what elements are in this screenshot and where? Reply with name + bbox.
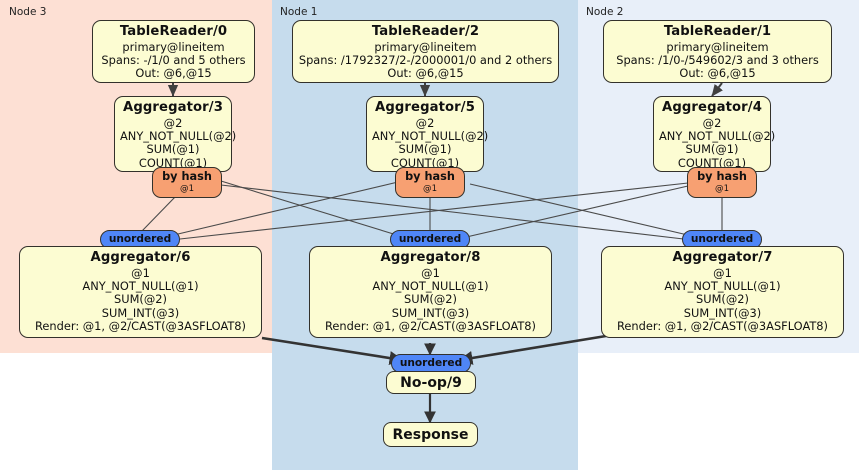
node-label-node1: Node 1 xyxy=(280,6,318,18)
processor-title: TableReader/1 xyxy=(663,24,772,39)
processor-detail-line: ANY_NOT_NULL(@2) xyxy=(120,129,237,144)
router-by-hash-middle[interactable]: by hash @1 xyxy=(395,167,465,198)
processor-detail-line: primary@lineitem xyxy=(374,39,477,54)
router-column: @1 xyxy=(179,183,195,194)
processor-detail-line: ANY_NOT_NULL(@1) xyxy=(82,279,199,294)
processor-detail-line: SUM(@1) xyxy=(685,142,739,157)
synchronizer-unordered-final[interactable]: unordered xyxy=(391,354,471,373)
processor-title: TableReader/2 xyxy=(371,24,480,39)
processor-title: TableReader/0 xyxy=(119,24,228,39)
processor-detail-line: COUNT(@1) xyxy=(677,155,747,170)
processor-aggregator-8[interactable]: Aggregator/8 @1 ANY_NOT_NULL(@1) SUM(@2)… xyxy=(309,246,552,338)
processor-aggregator-6[interactable]: Aggregator/6 @1 ANY_NOT_NULL(@1) SUM(@2)… xyxy=(19,246,262,338)
router-label: by hash xyxy=(697,170,747,183)
processor-detail-line: @1 xyxy=(131,265,150,280)
processor-detail-line: @1 xyxy=(713,265,732,280)
processor-title: Aggregator/4 xyxy=(662,100,762,115)
processor-detail-line: ANY_NOT_NULL(@1) xyxy=(372,279,489,294)
processor-aggregator-7[interactable]: Aggregator/7 @1 ANY_NOT_NULL(@1) SUM(@2)… xyxy=(601,246,844,338)
synchronizer-label: unordered xyxy=(399,356,463,369)
synchronizer-label: unordered xyxy=(398,232,462,245)
processor-aggregator-5[interactable]: Aggregator/5 @2 ANY_NOT_NULL(@2) SUM(@1)… xyxy=(366,96,489,172)
router-column: @1 xyxy=(714,183,730,194)
processor-detail-line: SUM_INT(@3) xyxy=(391,305,470,320)
processor-detail-line: @2 xyxy=(163,115,183,130)
processor-no-op-9[interactable]: No-op/9 xyxy=(386,371,476,394)
processor-detail-line: Out: @6,@15 xyxy=(135,66,212,81)
processor-detail-line: @2 xyxy=(702,115,722,130)
processor-detail-line: primary@lineitem xyxy=(122,39,225,54)
processor-detail-line: ANY_NOT_NULL(@2) xyxy=(372,129,489,144)
processor-detail-line: Spans: /1792327/2-/2000001/0 and 2 other… xyxy=(298,53,553,68)
processor-detail-line: SUM_INT(@3) xyxy=(101,305,180,320)
processor-title: Aggregator/7 xyxy=(672,250,773,265)
synchronizer-label: unordered xyxy=(108,232,172,245)
processor-detail-line: ANY_NOT_NULL(@2) xyxy=(659,129,776,144)
processor-detail-line: Render: @1, @2/CAST(@3ASFLOAT8) xyxy=(324,319,536,334)
processor-detail-line: ANY_NOT_NULL(@1) xyxy=(664,279,781,294)
processor-detail-line: Spans: /1/0-/549602/3 and 3 others xyxy=(616,53,819,68)
processor-title: Response xyxy=(392,426,469,443)
processor-detail-line: primary@lineitem xyxy=(666,39,769,54)
processor-detail-line: Out: @6,@15 xyxy=(387,66,464,81)
processor-aggregator-3[interactable]: Aggregator/3 @2 ANY_NOT_NULL(@2) SUM(@1)… xyxy=(114,96,237,172)
processor-title: Aggregator/3 xyxy=(123,100,223,115)
processor-detail-line: SUM(@2) xyxy=(696,292,749,307)
processor-detail-line: SUM(@2) xyxy=(114,292,167,307)
processor-title: Aggregator/6 xyxy=(90,250,191,265)
processor-detail-line: SUM(@1) xyxy=(398,142,452,157)
router-column: @1 xyxy=(422,183,438,194)
processor-detail-line: SUM(@2) xyxy=(404,292,457,307)
processor-title: Aggregator/5 xyxy=(375,100,475,115)
processor-detail-line: @1 xyxy=(421,265,440,280)
processor-title: Aggregator/8 xyxy=(380,250,481,265)
processor-detail-line: Render: @1, @2/CAST(@3ASFLOAT8) xyxy=(616,319,828,334)
processor-detail-line: @2 xyxy=(415,115,435,130)
router-by-hash-right[interactable]: by hash @1 xyxy=(687,167,757,198)
processor-table-reader-1[interactable]: TableReader/1 primary@lineitem Spans: /1… xyxy=(603,20,832,83)
processor-detail-line: SUM_INT(@3) xyxy=(683,305,762,320)
processor-title: No-op/9 xyxy=(400,374,462,391)
processor-detail-line: Render: @1, @2/CAST(@3ASFLOAT8) xyxy=(34,319,246,334)
processor-detail-line: COUNT(@1) xyxy=(138,155,208,170)
processor-detail-line: Out: @6,@15 xyxy=(679,66,756,81)
processor-response[interactable]: Response xyxy=(383,422,478,447)
processor-detail-line: Spans: -/1/0 and 5 others xyxy=(101,53,246,68)
router-by-hash-left[interactable]: by hash @1 xyxy=(152,167,222,198)
router-label: by hash xyxy=(405,170,455,183)
node-label-node2: Node 2 xyxy=(586,6,624,18)
node-label-node3: Node 3 xyxy=(9,6,47,18)
processor-detail-line: SUM(@1) xyxy=(146,142,200,157)
synchronizer-label: unordered xyxy=(690,232,754,245)
processor-table-reader-0[interactable]: TableReader/0 primary@lineitem Spans: -/… xyxy=(92,20,255,83)
processor-detail-line: COUNT(@1) xyxy=(390,155,460,170)
processor-table-reader-2[interactable]: TableReader/2 primary@lineitem Spans: /1… xyxy=(292,20,559,83)
router-label: by hash xyxy=(162,170,212,183)
processor-aggregator-4[interactable]: Aggregator/4 @2 ANY_NOT_NULL(@2) SUM(@1)… xyxy=(653,96,776,172)
